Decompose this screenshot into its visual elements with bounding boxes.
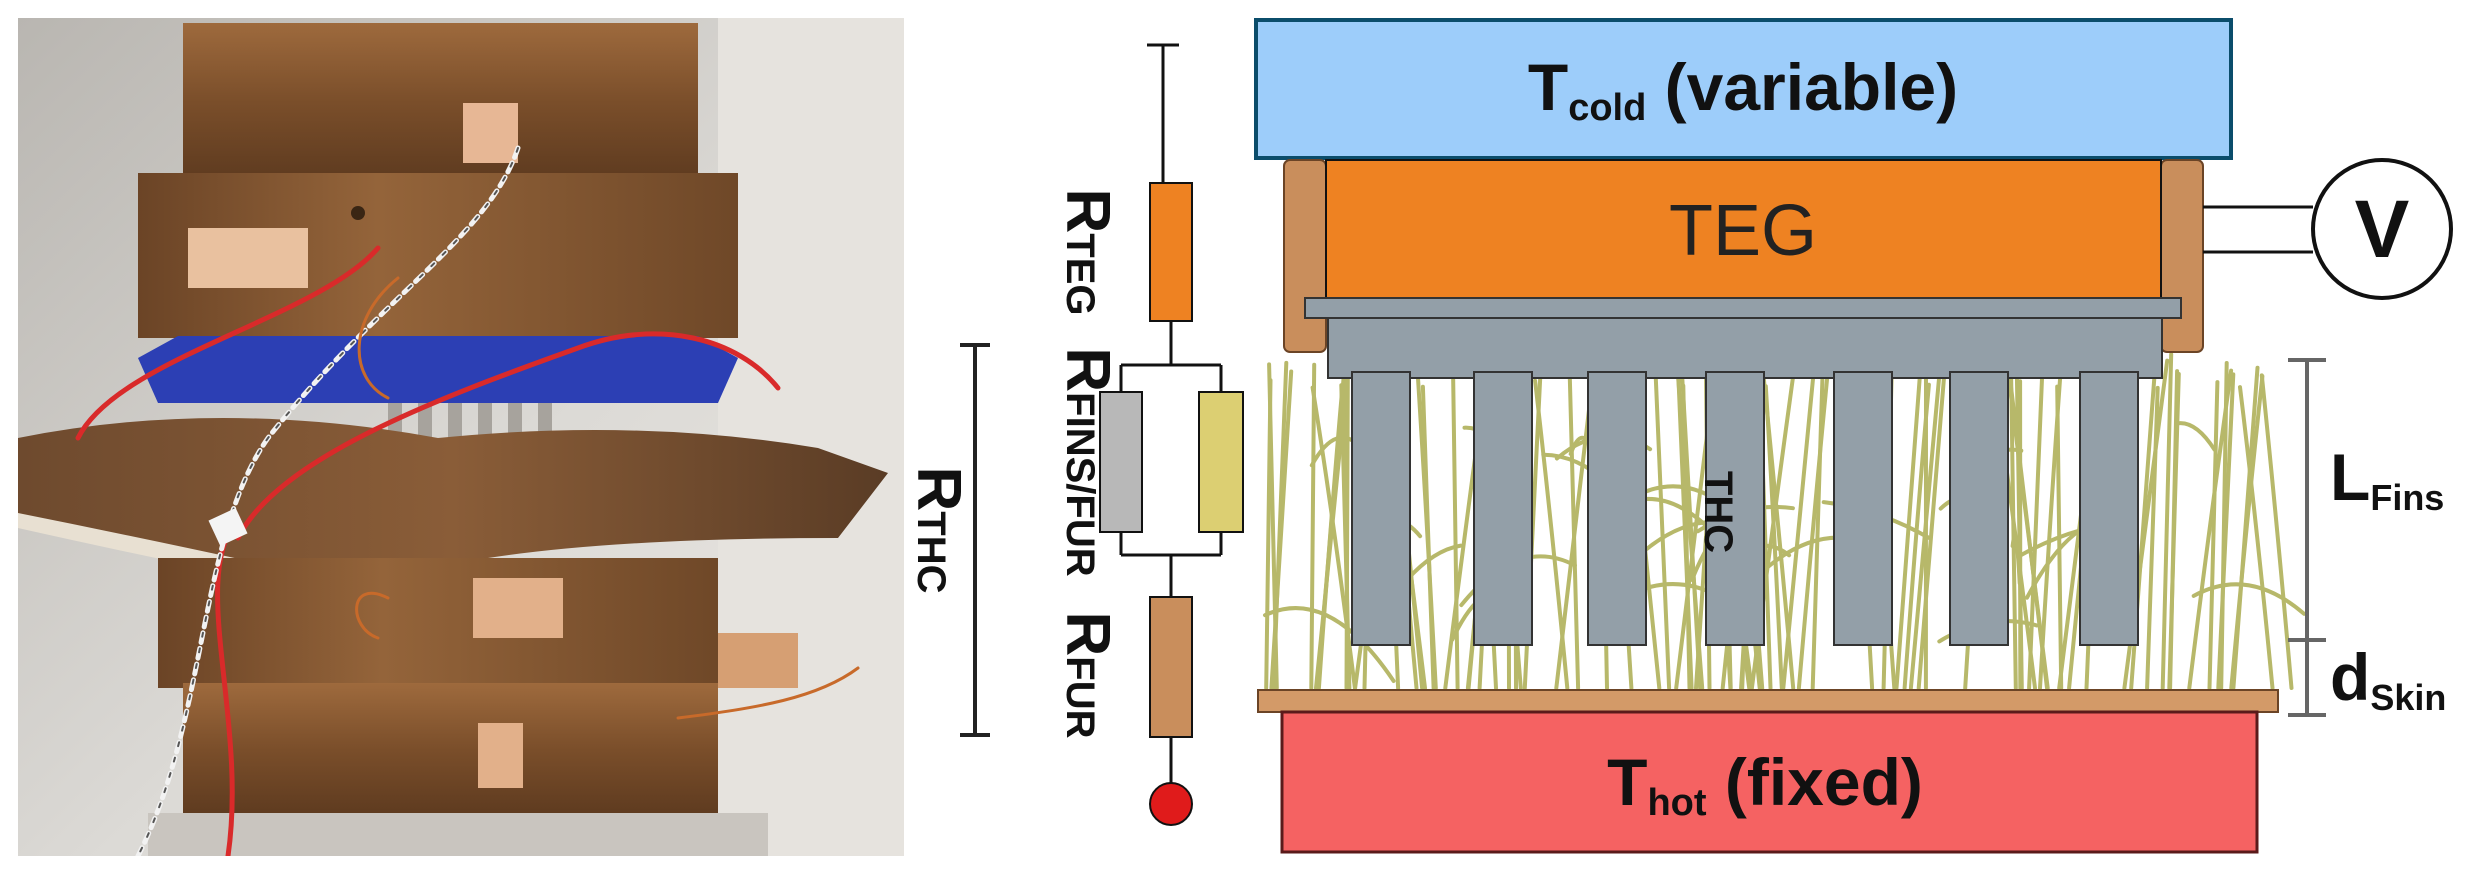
fur-strand (1908, 359, 1943, 690)
fur-strand (1404, 543, 1463, 582)
fur-strand (2238, 385, 2275, 690)
thc-fin (1705, 371, 1765, 646)
fur-strand (1314, 356, 1351, 690)
fur-strand (1420, 384, 1436, 690)
fur-strand (1902, 382, 1931, 690)
fur-strand (2010, 534, 2022, 586)
photo-base-plate (148, 813, 768, 856)
l-fins-label: LFins (2330, 440, 2444, 518)
label-r-teg: RTEG (1053, 188, 1122, 315)
fur-strand (2145, 385, 2160, 690)
fur-strand (1796, 367, 1830, 690)
photo-blue-holder (138, 336, 738, 403)
thc-fin (1351, 371, 1411, 646)
resistor-teg (1149, 182, 1193, 322)
photo-copper-tape-4 (478, 723, 523, 788)
resistor-fur-parallel (1198, 391, 1244, 533)
photo-copper-tape-3 (473, 578, 563, 638)
teg-copper-right (2160, 159, 2204, 353)
fur-strand (2160, 352, 2174, 690)
fur-strand (1894, 353, 1924, 690)
teg-label: TEG (1669, 191, 1817, 271)
thc-fin (1833, 371, 1893, 646)
resistor-fins (1099, 391, 1143, 533)
thc-fin (1473, 371, 1533, 646)
voltmeter-symbol[interactable] (2311, 158, 2453, 300)
fur-strand (2187, 368, 2234, 690)
fur-strand (2259, 373, 2294, 690)
fur-strand (2174, 421, 2217, 452)
photo-cable-tie (208, 507, 248, 547)
fur-strand (1916, 354, 1948, 690)
label-r-fins-fur: RFINS/FUR (1053, 347, 1122, 576)
fur-strand (1264, 378, 1273, 690)
photo-copper-block-top (183, 23, 698, 183)
fur-strand (1567, 349, 1581, 690)
skin-layer (1257, 689, 2279, 713)
cross-section: Tcold (variable) TEG V THC Thot (fixed) … (1254, 18, 2453, 854)
t-cold-block (1254, 18, 2233, 160)
fur-strand (1344, 354, 1350, 690)
photo-background-right (718, 18, 904, 856)
fur-strand (2191, 582, 2306, 616)
thc-fin (2079, 371, 2139, 646)
t-hot-label: Thot (fixed) (1607, 745, 1923, 824)
fur-strand (2207, 380, 2220, 690)
fur-strand (2167, 372, 2181, 690)
fur-strand (2229, 374, 2265, 690)
thc-fins (1351, 371, 2139, 646)
photo-screw-1 (351, 206, 365, 220)
resistor-fur (1149, 596, 1193, 738)
fur-strand (2038, 376, 2063, 690)
fur-strand (2216, 372, 2236, 690)
thc-fin (1587, 371, 1647, 646)
photo-copper-tape-2 (188, 228, 308, 288)
fur-strand (1451, 364, 1460, 690)
photo-copper-tape-1 (463, 103, 518, 163)
label-r-thc: RTHC (904, 467, 973, 594)
d-skin-label: dSkin (2330, 640, 2446, 718)
photo-wires (75, 145, 860, 856)
t-hot-block (1280, 710, 2259, 854)
photo-panel (18, 18, 904, 856)
label-r-fur: RFUR (1053, 612, 1122, 739)
thc-fin (1949, 371, 2009, 646)
circuit-node-hot (1149, 782, 1193, 826)
photo-copper-tape-5 (718, 633, 798, 688)
voltmeter-label: V (2355, 184, 2410, 275)
thc-base (1327, 317, 2163, 379)
thermal-circuit: RTEG RFINS/FUR RFUR RTHC (904, 43, 1244, 826)
photo-fur-sample (18, 418, 888, 658)
fur-strand (1309, 362, 1317, 690)
photo-copper-block-lower (158, 558, 718, 688)
thc-label: THC (1696, 471, 1740, 553)
t-cold-label: Tcold (variable) (1528, 50, 1958, 129)
fur-strand (1652, 355, 1672, 690)
fur-layer (1263, 348, 2306, 690)
teg-copper-left (1283, 159, 1327, 353)
fur-strand (1810, 374, 1825, 690)
photo-copper-block-bottom (183, 683, 718, 818)
teg-block (1325, 159, 2162, 299)
fur-strand (1263, 606, 1396, 683)
fur-strand (1269, 369, 1294, 690)
thc-top-plate (1304, 297, 2182, 319)
